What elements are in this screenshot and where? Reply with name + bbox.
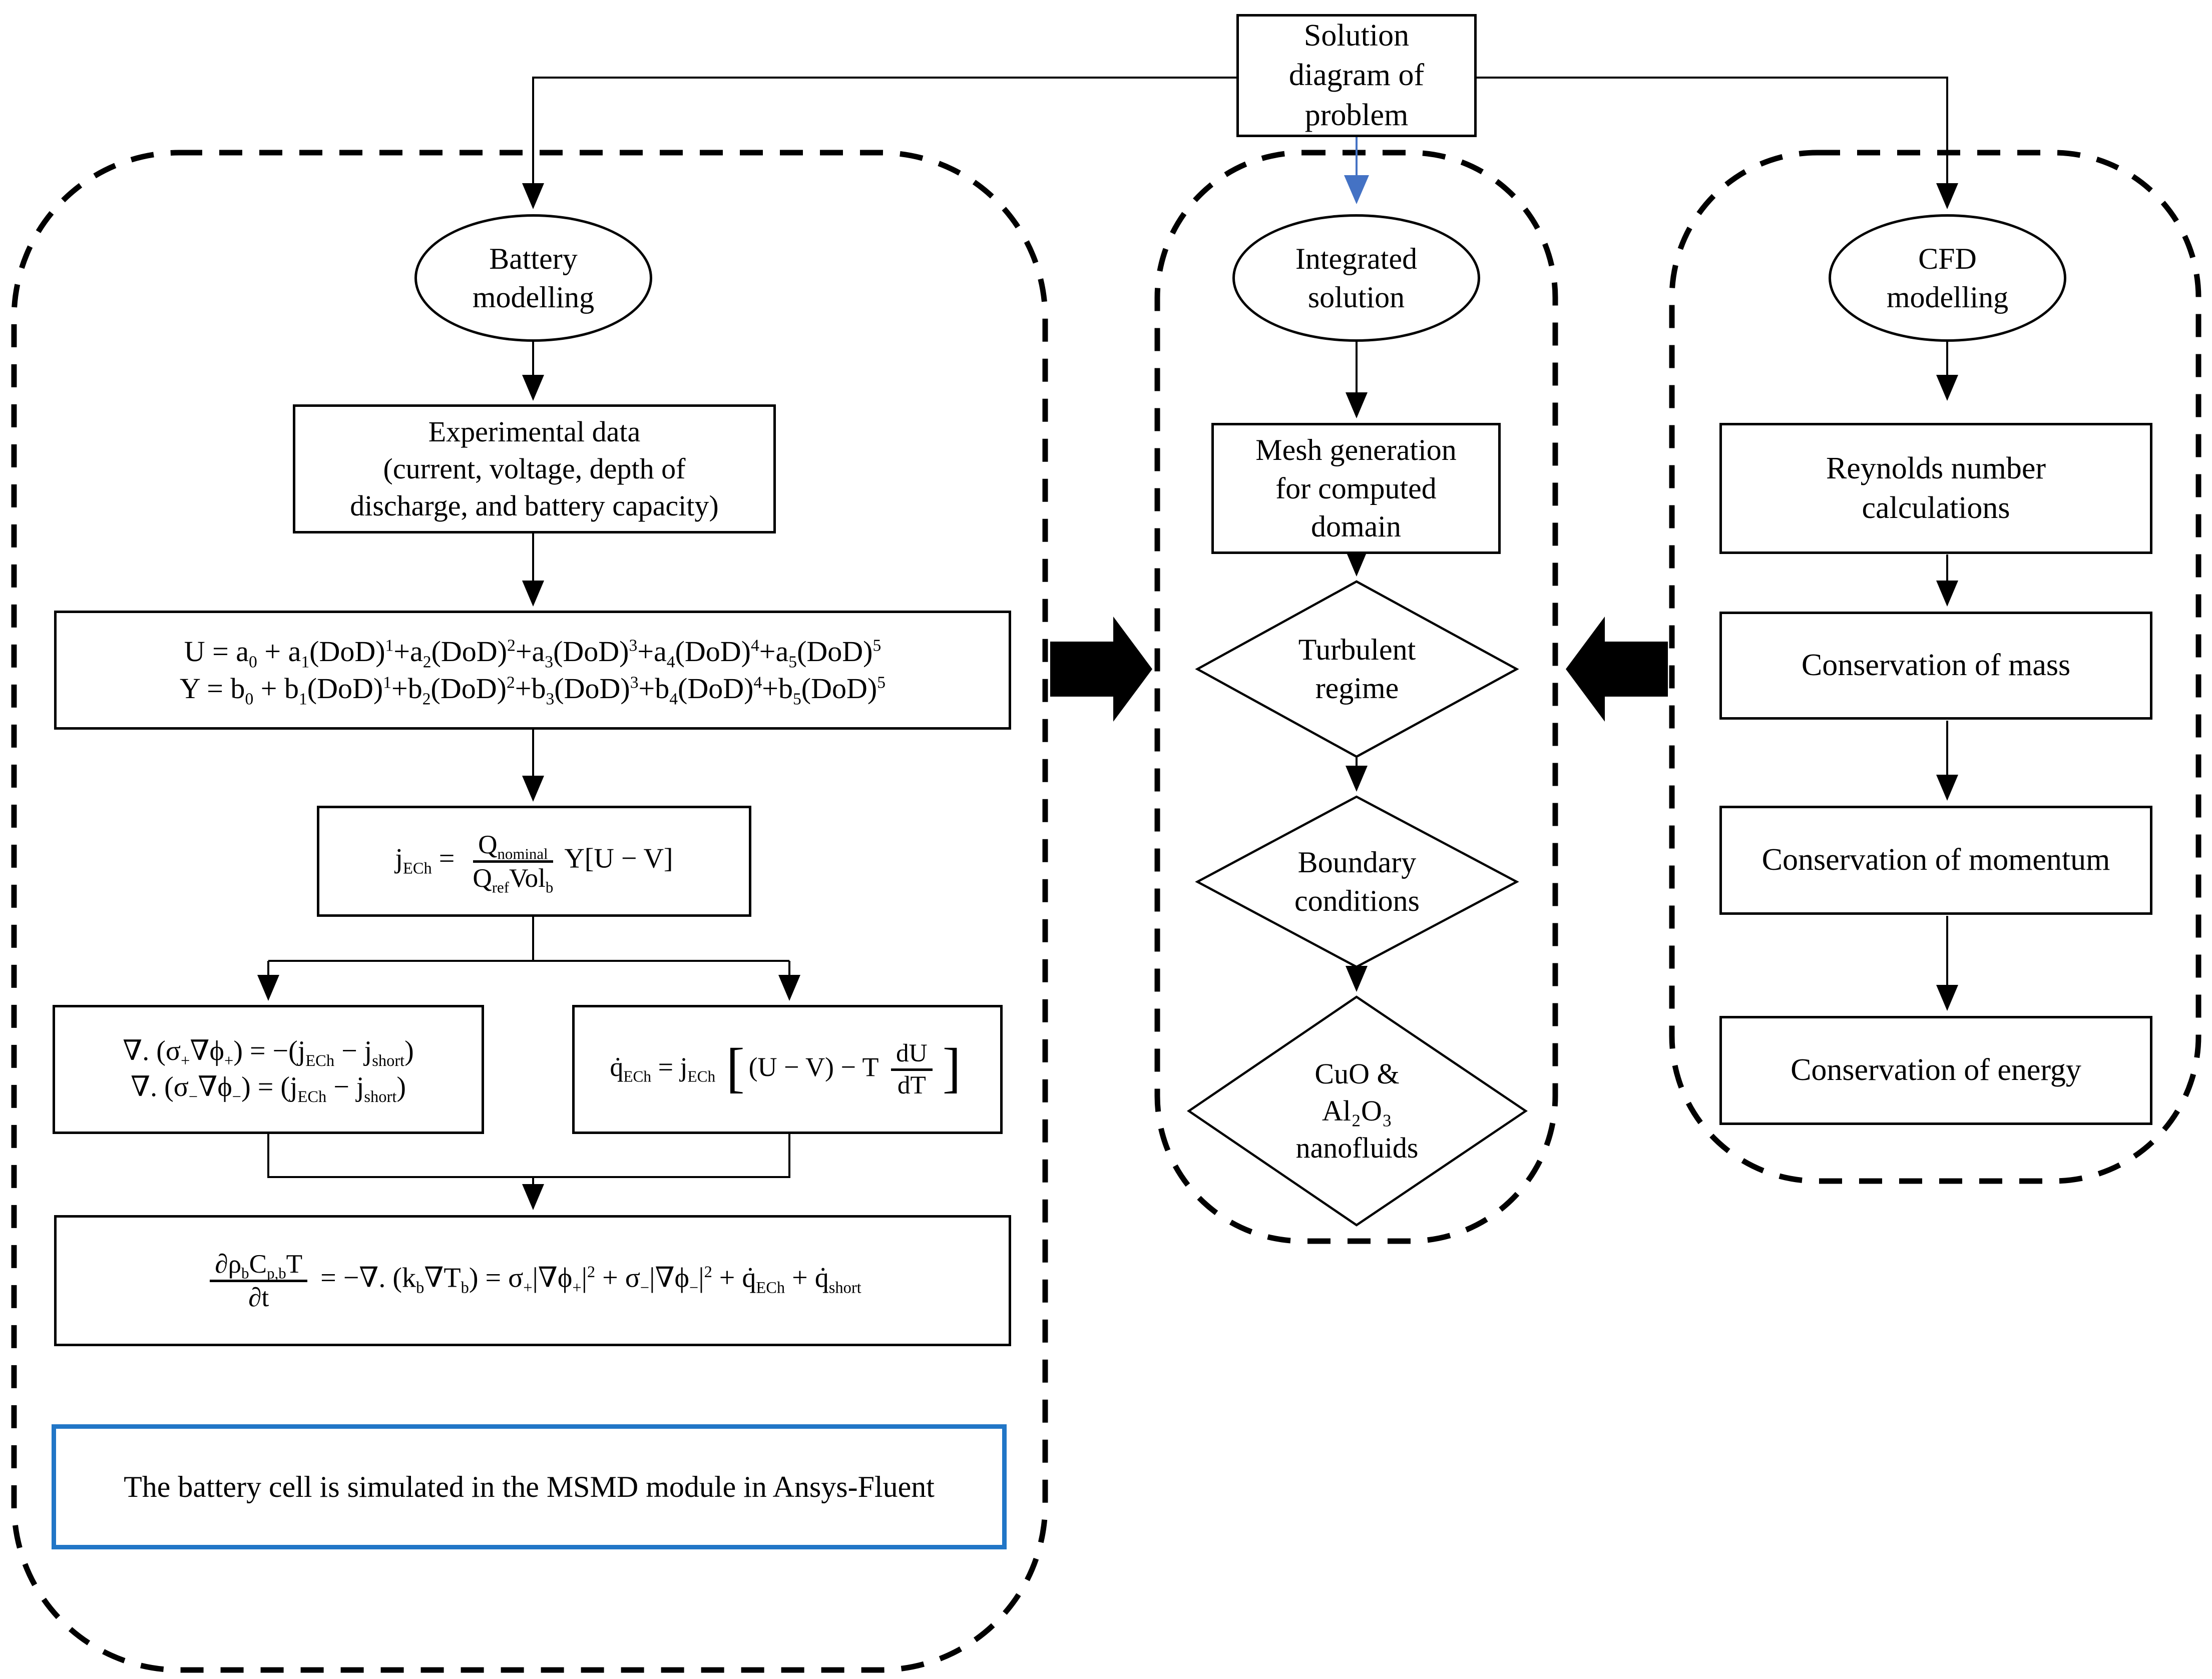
connector-current-split — [268, 917, 789, 962]
cfd-modelling-container — [1669, 150, 2201, 1184]
equation-thermal-energy: ∂ρbCp,bT∂t = −∇. (kb∇Tb) = σ+|∇ϕ+|2 + σ−… — [204, 1249, 861, 1312]
conservation-of-energy-label: Conservation of energy — [1791, 1053, 2081, 1087]
equation-potential-positive: ∇. (σ+∇ϕ+) = −(jECh − jshort) — [123, 1035, 414, 1070]
battery-modelling-ellipse: Battery modelling — [414, 214, 652, 342]
boundary-conditions-diamond — [1195, 795, 1519, 968]
mesh-generation-box: Mesh generation for computed domain — [1211, 423, 1501, 554]
ansys-note-box: The battery cell is simulated in the MSM… — [52, 1424, 1007, 1549]
turbulent-regime-label: Turbulent regime — [1298, 633, 1416, 705]
solution-diagram-title-box: Solution diagram of problem — [1236, 14, 1477, 137]
equation-polynomial-u: U = a0 + a1(DoD)1+a2(DoD)2+a3(DoD)3+a4(D… — [184, 635, 881, 672]
turbulent-regime-diamond — [1195, 580, 1519, 758]
block-arrow-battery-to-integrated — [1050, 617, 1152, 722]
boundary-conditions-label: Boundary conditions — [1294, 846, 1420, 917]
conservation-of-momentum-box: Conservation of momentum — [1719, 806, 2152, 915]
conservation-of-mass-label: Conservation of mass — [1801, 648, 2071, 683]
cfd-modelling-label: CFD modelling — [1886, 242, 2009, 314]
connector-title-to-cfd — [1477, 77, 1958, 209]
potential-equations-box: ∇. (σ+∇ϕ+) = −(jECh − jshort) ∇. (σ−∇ϕ−)… — [53, 1005, 484, 1134]
equation-polynomial-y: Y = b0 + b1(DoD)1+b2(DoD)2+b3(DoD)3+b4(D… — [179, 672, 886, 709]
solution-diagram-title: Solution diagram of problem — [1288, 18, 1425, 132]
integrated-solution-ellipse: Integrated solution — [1232, 214, 1480, 342]
conservation-of-energy-box: Conservation of energy — [1719, 1016, 2152, 1125]
nanofluids-label: CuO & Al₂O₃ nanofluids — [1295, 1057, 1419, 1165]
block-arrow-cfd-to-integrated — [1566, 617, 1668, 722]
integrated-solution-label: Integrated solution — [1295, 242, 1418, 314]
experimental-data-box: Experimental data (current, voltage, dep… — [293, 404, 776, 533]
experimental-data-label: Experimental data (current, voltage, dep… — [350, 415, 719, 522]
nanofluids-diamond — [1187, 995, 1528, 1227]
reynolds-number-box: Reynolds number calculations — [1719, 423, 2152, 554]
mesh-generation-label: Mesh generation for computed domain — [1255, 433, 1457, 543]
equation-potential-negative: ∇. (σ−∇ϕ−) = (jECh − jshort) — [130, 1071, 406, 1106]
ansys-note-text: The battery cell is simulated in the MSM… — [124, 1470, 935, 1503]
reynolds-number-label: Reynolds number calculations — [1826, 451, 2046, 525]
thermal-energy-equation-box: ∂ρbCp,bT∂t = −∇. (kb∇Tb) = σ+|∇ϕ+|2 + σ−… — [54, 1215, 1011, 1346]
conservation-of-mass-box: Conservation of mass — [1719, 612, 2152, 720]
connector-merge — [267, 1134, 790, 1178]
battery-modelling-label: Battery modelling — [472, 242, 595, 314]
conservation-of-momentum-label: Conservation of momentum — [1761, 843, 2110, 877]
connector-title-to-battery — [522, 77, 1236, 209]
cfd-modelling-ellipse: CFD modelling — [1829, 214, 2066, 342]
polynomial-equations-box: U = a0 + a1(DoD)1+a2(DoD)2+a3(DoD)3+a4(D… — [54, 611, 1011, 730]
